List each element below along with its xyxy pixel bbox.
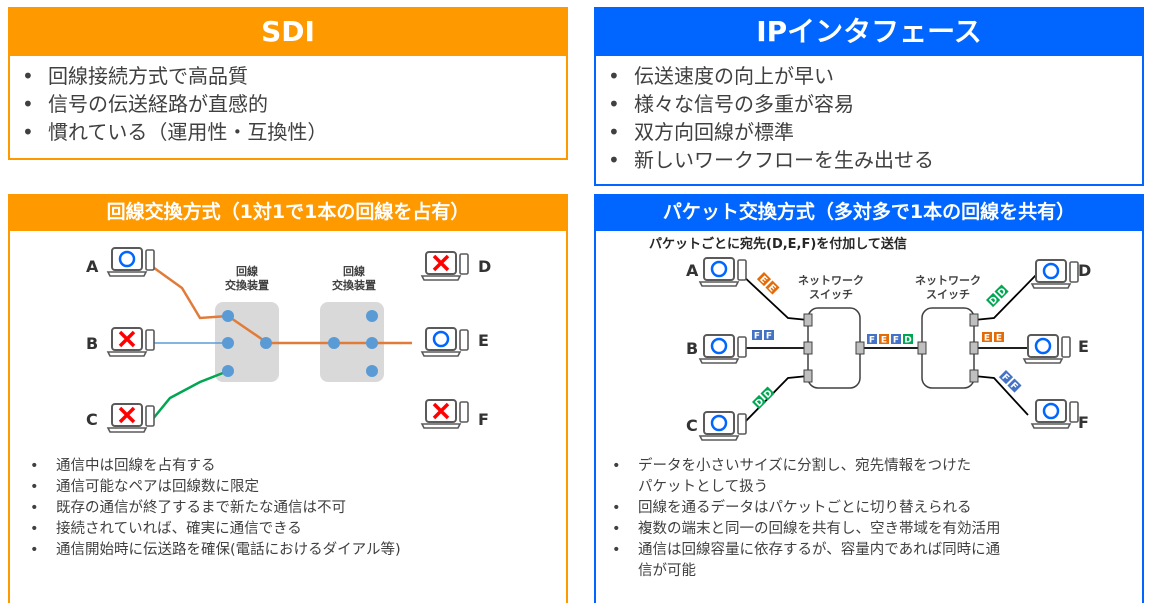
list-item: 接続されていれば、確実に通信できる [30, 519, 560, 540]
list-item: 回線を通るデータはパケットごとに切り替えられる [612, 498, 1140, 519]
list-item: 回線接続方式で高品質 [22, 62, 566, 90]
list-item: データを小さいサイズに分割し、宛先情報をつけた パケットとして扱う [612, 456, 1140, 498]
packet-diagram: E E F F D D F E F D D D E E F F [698, 256, 1080, 442]
pc-c-icon [698, 410, 748, 442]
circuit-title: 回線交換方式（1対1で1本の回線を占有） [106, 201, 470, 223]
label-a: A [686, 261, 699, 280]
ip-header: IPインタフェース [594, 7, 1144, 56]
svg-text:F: F [999, 372, 1010, 383]
pc-a-icon [107, 247, 155, 277]
label-f: F [1078, 413, 1089, 432]
label-d: D [478, 257, 492, 276]
pc-e-icon [1022, 333, 1072, 365]
packet-switch-label-1: ネットワーク スイッチ [798, 274, 864, 301]
circuit-switch-label-1: 回線 交換装置 [225, 265, 269, 292]
ip-box: 伝送速度の向上が早い 様々な信号の多重が容易 双方向回線が標準 新しいワークフロ… [594, 56, 1144, 186]
pc-b-icon [107, 327, 155, 357]
pc-d-icon [421, 251, 469, 281]
svg-text:E: E [757, 274, 768, 285]
svg-text:F: F [766, 332, 772, 342]
label-a: A [86, 257, 99, 276]
svg-text:E: E [881, 336, 887, 346]
packet-switch-label-2: ネットワーク スイッチ [915, 274, 981, 301]
sdi-header: SDI [8, 7, 568, 56]
svg-text:F: F [893, 336, 899, 346]
packet-header: パケット交換方式（多対多で1本の回線を共有） [594, 194, 1144, 231]
pc-d-icon [1030, 258, 1080, 290]
list-item: 通信可能なペアは回線数に限定 [30, 477, 560, 498]
pc-f-icon [1030, 398, 1080, 430]
svg-text:E: E [984, 334, 990, 344]
list-item: 新しいワークフローを生み出せる [608, 146, 1142, 174]
circuit-bullets: 通信中は回線を占有する 通信可能なペアは回線数に限定 既存の通信が終了するまで新… [30, 456, 560, 561]
packet-switch-1 [807, 307, 861, 389]
packet-subtitle: パケットごとに宛先(D,E,F)を付加して送信 [649, 237, 907, 252]
pc-a-icon [698, 256, 748, 288]
label-c: C [686, 416, 698, 435]
pc-f-icon [421, 399, 469, 429]
svg-text:D: D [904, 336, 911, 346]
circuit-switch-1 [215, 302, 279, 382]
label-d: D [1078, 261, 1092, 280]
ip-title: IPインタフェース [756, 15, 982, 48]
sdi-bullets: 回線接続方式で高品質 信号の伝送経路が直感的 慣れている（運用性・互換性） [22, 62, 566, 146]
svg-text:F: F [754, 332, 760, 342]
list-item: 複数の端末と同一の回線を共有し、空き帯域を有効活用 [612, 519, 1140, 540]
svg-text:F: F [869, 336, 875, 346]
circuit-diagram [107, 247, 469, 433]
packet-bullets: データを小さいサイズに分割し、宛先情報をつけた パケットとして扱う 回線を通るデ… [612, 456, 1140, 582]
label-b: B [86, 334, 99, 353]
svg-text:E: E [996, 334, 1002, 344]
label-c: C [86, 410, 98, 429]
list-item: 通信開始時に伝送路を確保(電話におけるダイアル等) [30, 540, 560, 561]
pc-c-icon [107, 403, 155, 433]
list-item: 信号の伝送経路が直感的 [22, 90, 566, 118]
label-e: E [1078, 337, 1089, 356]
ip-bullets: 伝送速度の向上が早い 様々な信号の多重が容易 双方向回線が標準 新しいワークフロ… [608, 62, 1142, 174]
sdi-box: 回線接続方式で高品質 信号の伝送経路が直感的 慣れている（運用性・互換性） [8, 56, 568, 160]
label-f: F [478, 410, 489, 429]
svg-text:E: E [766, 283, 777, 294]
circuit-header: 回線交換方式（1対1で1本の回線を占有） [8, 194, 568, 231]
packet-title: パケット交換方式（多対多で1本の回線を共有） [662, 201, 1076, 223]
list-item: 様々な信号の多重が容易 [608, 90, 1142, 118]
sdi-title: SDI [261, 15, 315, 48]
list-item: 通信中は回線を占有する [30, 456, 560, 477]
pc-e-icon [421, 327, 469, 357]
label-e: E [478, 331, 489, 350]
label-b: B [686, 339, 699, 358]
circuit-switch-label-2: 回線 交換装置 [332, 265, 376, 292]
line-c [151, 369, 229, 421]
list-item: 伝送速度の向上が早い [608, 62, 1142, 90]
list-item: 慣れている（運用性・互換性） [22, 118, 566, 146]
packet-switch-2 [921, 307, 975, 389]
pc-b-icon [698, 333, 748, 365]
list-item: 双方向回線が標準 [608, 118, 1142, 146]
svg-text:F: F [1008, 381, 1019, 392]
list-item: 通信は回線容量に依存するが、容量内であれば同時に通 信が可能 [612, 540, 1140, 582]
list-item: 既存の通信が終了するまで新たな通信は不可 [30, 498, 560, 519]
